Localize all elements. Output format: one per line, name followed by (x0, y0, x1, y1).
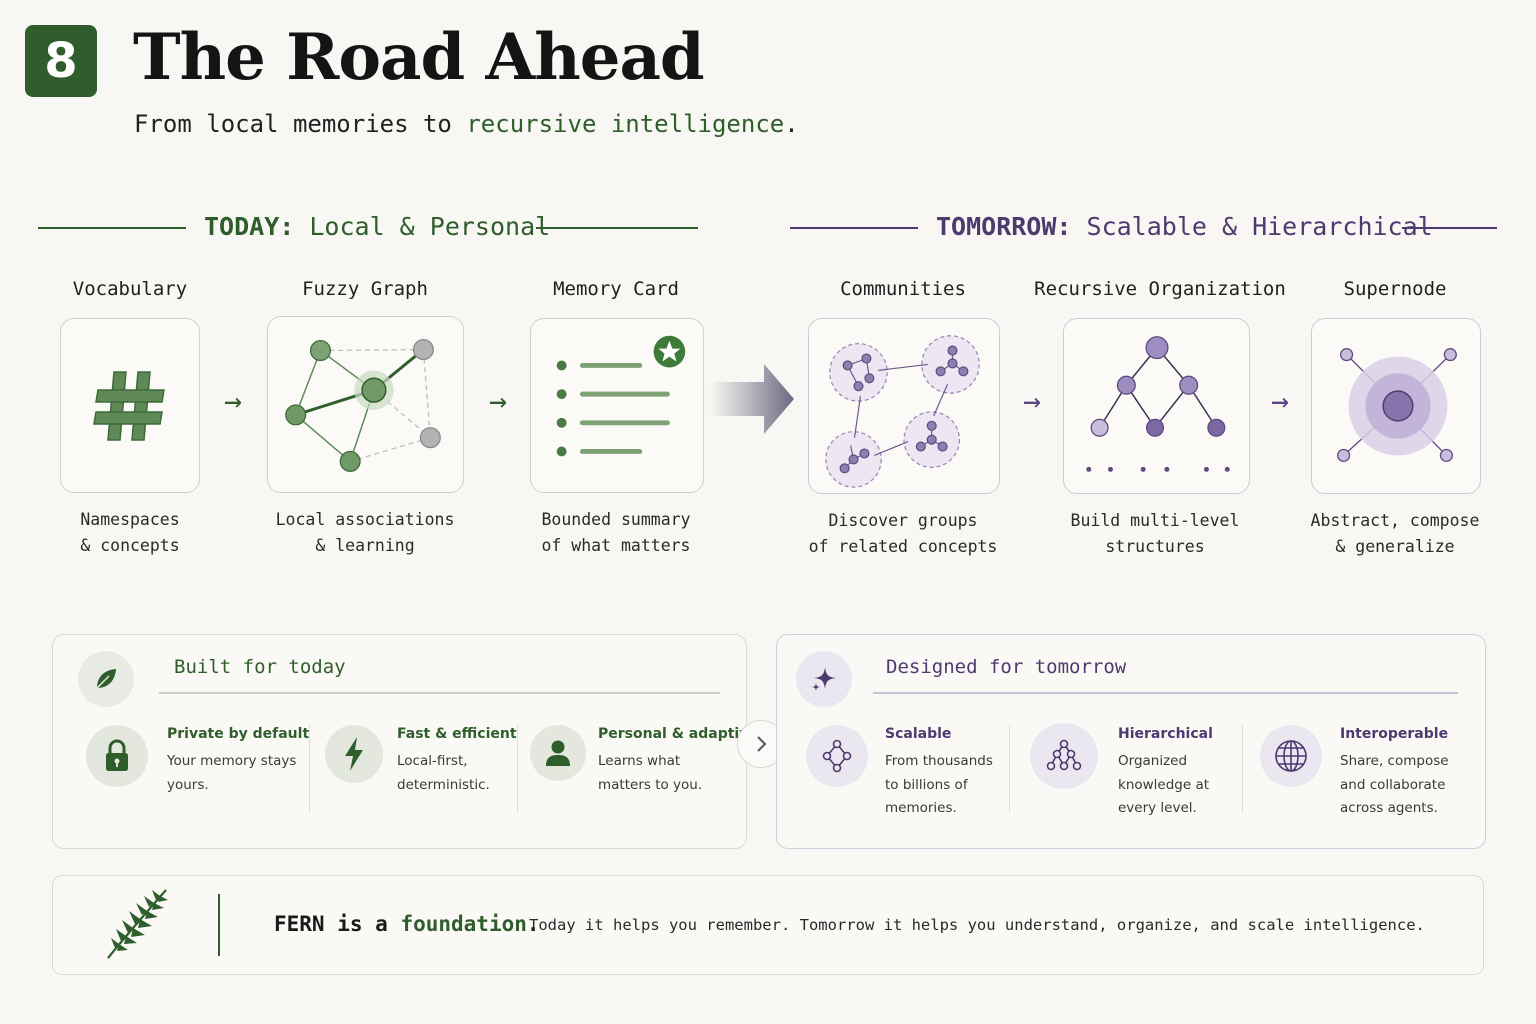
step-card-memory-card (530, 318, 704, 493)
footer-prefix: FERN is a (274, 912, 401, 936)
lock-icon (86, 725, 148, 787)
step-card-supernode (1311, 318, 1481, 494)
graph-icon (285, 339, 441, 472)
tomorrow-section-title: TOMORROW: Scalable & Hierarchical (936, 212, 1433, 241)
step-label-fuzzy-graph: Fuzzy Graph (302, 278, 428, 300)
memory-card-icon (556, 335, 686, 457)
chevron-right-icon (757, 736, 767, 752)
tomorrow-title-rest: Scalable & Hierarchical (1071, 212, 1433, 241)
section-number-badge: 8 (25, 25, 97, 97)
built-for-today-panel (52, 634, 747, 849)
arrow-right-icon: → (1022, 383, 1042, 419)
tomorrow-rule-right (1402, 227, 1497, 229)
supernode-icon (1337, 348, 1457, 462)
feature-title-scalable: Scalable (885, 726, 952, 742)
globe-icon (1260, 725, 1322, 787)
footer-banner (52, 875, 1484, 975)
feature-title-fast: Fast & efficient (397, 726, 517, 742)
feature-title-interoperable: Interoperable (1340, 726, 1449, 742)
today-section-title: TODAY: Local & Personal (204, 212, 550, 241)
step-label-communities: Communities (840, 278, 966, 300)
feature-divider (1009, 725, 1010, 813)
subtitle-highlight: recursive intelligence (466, 110, 785, 138)
tree-icon (1086, 336, 1230, 472)
footer-highlight: foundation (400, 912, 527, 936)
communities-icon (825, 335, 980, 488)
feature-title-hierarchical: Hierarchical (1118, 726, 1213, 742)
footer-subtext: Today it helps you remember. Tomorrow it… (529, 916, 1425, 934)
step-desc-supernode: Abstract, compose& generalize (1310, 511, 1480, 556)
arrow-right-icon: → (1270, 383, 1290, 419)
feature-divider (309, 725, 310, 813)
step-desc-fuzzy-graph: Local associations& learning (275, 510, 455, 555)
person-icon (530, 725, 586, 781)
built-panel-rule (159, 692, 720, 694)
arrow-right-icon: → (223, 383, 243, 419)
subtitle-prefix: From local memories to (134, 110, 467, 138)
step-label-supernode: Supernode (1343, 278, 1447, 300)
today-title-bold: TODAY: (204, 212, 295, 241)
designed-for-tomorrow-title: Designed for tomorrow (886, 656, 1127, 678)
footer-headline: FERN is a foundation. (274, 912, 540, 936)
leaf-icon (78, 651, 134, 707)
sparkle-icon (796, 651, 852, 707)
feature-title-private: Private by default (167, 726, 310, 742)
feature-title-personal: Personal & adaptive (598, 726, 758, 742)
step-desc-vocabulary: Namespaces& concepts (80, 510, 180, 555)
step-card-fuzzy-graph (267, 316, 464, 493)
hierarchy-icon (1030, 723, 1098, 789)
feature-divider (1242, 725, 1243, 813)
step-label-memory-card: Memory Card (553, 278, 679, 300)
designed-panel-rule (873, 692, 1458, 694)
fern-icon (107, 889, 168, 959)
designed-for-tomorrow-panel (776, 634, 1486, 849)
today-title-rest: Local & Personal (294, 212, 551, 241)
tomorrow-title-bold: TOMORROW: (936, 212, 1072, 241)
step-card-vocabulary (60, 318, 200, 493)
step-card-recursive-organization (1063, 318, 1250, 494)
transition-arrow-icon (710, 364, 794, 434)
page-title: The Road Ahead (133, 20, 705, 95)
footer-suffix: . (526, 912, 540, 936)
tomorrow-rule-left (790, 227, 918, 229)
today-rule-right (536, 227, 698, 229)
feature-divider (517, 725, 518, 813)
hash-icon (93, 370, 165, 441)
arrow-right-icon: → (488, 383, 508, 419)
today-rule-left (38, 227, 186, 229)
step-card-communities (808, 318, 1000, 494)
subtitle-suffix: . (784, 110, 799, 138)
lightning-icon (325, 725, 383, 783)
step-label-recursive-organization: Recursive Organization (1034, 278, 1286, 300)
step-label-vocabulary: Vocabulary (72, 278, 188, 300)
footer-divider (218, 894, 220, 956)
feature-desc-fast: Local-first,deterministic. (397, 753, 490, 793)
page-subtitle: From local memories to recursive intelli… (134, 110, 799, 138)
scalable-icon (806, 725, 868, 787)
built-for-today-title: Built for today (174, 656, 346, 678)
